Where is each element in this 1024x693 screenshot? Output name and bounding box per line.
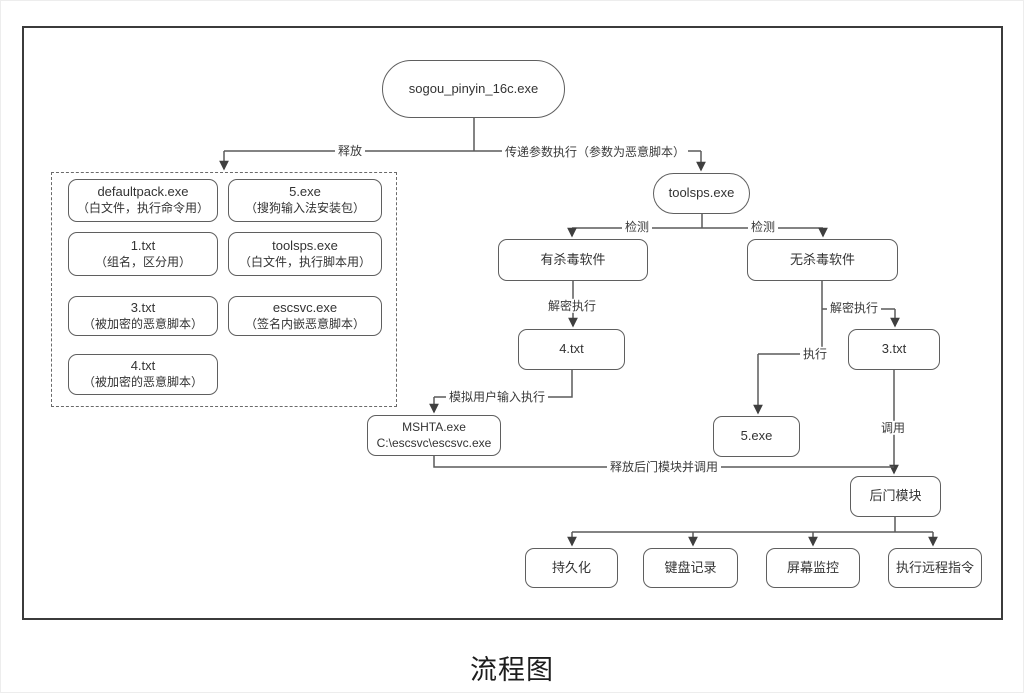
- dropped-files-group: [51, 172, 397, 407]
- diagram-caption: 流程图: [470, 655, 554, 685]
- node-3txt-exec: 3.txt: [848, 329, 940, 370]
- file-name: 5.exe: [289, 184, 321, 200]
- node-backdoor-module: 后门模块: [850, 476, 941, 517]
- edge-label-release: 释放: [334, 143, 366, 159]
- node-label: 键盘记录: [664, 559, 717, 575]
- file-name: toolsps.exe: [272, 237, 338, 253]
- file-note: （被加密的恶意脚本）: [82, 375, 203, 390]
- file-note: （签名内嵌恶意脚本）: [244, 316, 365, 331]
- file-note: （白文件，执行命令用）: [76, 201, 209, 216]
- edge-label-detect-left: 检测: [621, 219, 653, 235]
- node-label: 3.txt: [881, 341, 907, 357]
- node-label: 屏幕监控: [786, 559, 839, 575]
- file-note: （组名，区分用）: [94, 254, 191, 269]
- edge-label-release-backdoor: 释放后门模块并调用: [606, 459, 722, 475]
- node-5exe-dropped: 5.exe （搜狗输入法安装包）: [228, 179, 382, 222]
- edge-label-detect-right: 检测: [747, 219, 779, 235]
- file-note: （被加密的恶意脚本）: [82, 316, 203, 331]
- file-name: escsvc.exe: [272, 299, 338, 315]
- edge-label-decrypt-right: 解密执行: [826, 300, 882, 316]
- edge-label-simulate-input: 模拟用户输入执行: [445, 389, 549, 405]
- edge-label-call: 调用: [877, 420, 909, 436]
- node-has-antivirus: 有杀毒软件: [498, 239, 648, 281]
- edge-label-decrypt-left: 解密执行: [544, 298, 600, 314]
- node-defaultpack: defaultpack.exe （白文件，执行命令用）: [68, 179, 218, 222]
- node-label: 5.exe: [740, 428, 773, 444]
- node-5exe-exec: 5.exe: [713, 416, 800, 457]
- node-keylogging: 键盘记录: [643, 548, 738, 588]
- node-3txt-dropped: 3.txt （被加密的恶意脚本）: [68, 296, 218, 336]
- node-label-line2: C:\escsvc\escsvc.exe: [376, 435, 492, 450]
- file-name: 1.txt: [130, 237, 156, 253]
- node-toolsps-exec: toolsps.exe: [653, 173, 750, 214]
- node-label: 无杀毒软件: [789, 251, 855, 267]
- node-label: 持久化: [551, 559, 591, 575]
- node-persistence: 持久化: [525, 548, 618, 588]
- file-note: （白文件，执行脚本用）: [238, 254, 371, 269]
- edge-label-execute: 执行: [799, 346, 831, 362]
- node-label-line1: MSHTA.exe: [402, 419, 466, 434]
- node-escsvc-dropped: escsvc.exe （签名内嵌恶意脚本）: [228, 296, 382, 336]
- file-name: 3.txt: [130, 299, 156, 315]
- node-label: toolsps.exe: [668, 185, 735, 201]
- edge-label-pass-params: 传递参数执行（参数为恶意脚本）: [501, 144, 689, 160]
- node-label: sogou_pinyin_16c.exe: [408, 80, 539, 96]
- node-remote-commands: 执行远程指令: [888, 548, 982, 588]
- file-name: 4.txt: [130, 358, 156, 374]
- node-label: 有杀毒软件: [540, 251, 606, 267]
- node-1txt-dropped: 1.txt （组名，区分用）: [68, 232, 218, 276]
- node-screen-monitoring: 屏幕监控: [766, 548, 860, 588]
- file-note: （搜狗输入法安装包）: [244, 201, 365, 216]
- node-toolsps-dropped: toolsps.exe （白文件，执行脚本用）: [228, 232, 382, 276]
- node-label: 后门模块: [869, 488, 922, 504]
- node-sogou-pinyin-installer: sogou_pinyin_16c.exe: [382, 60, 565, 118]
- node-label: 4.txt: [559, 341, 584, 357]
- node-mshta: MSHTA.exe C:\escsvc\escsvc.exe: [367, 415, 501, 456]
- node-no-antivirus: 无杀毒软件: [747, 239, 898, 281]
- node-label: 执行远程指令: [895, 559, 974, 575]
- file-name: defaultpack.exe: [97, 184, 189, 200]
- node-4txt-dropped: 4.txt （被加密的恶意脚本）: [68, 354, 218, 395]
- node-4txt-exec: 4.txt: [518, 329, 625, 370]
